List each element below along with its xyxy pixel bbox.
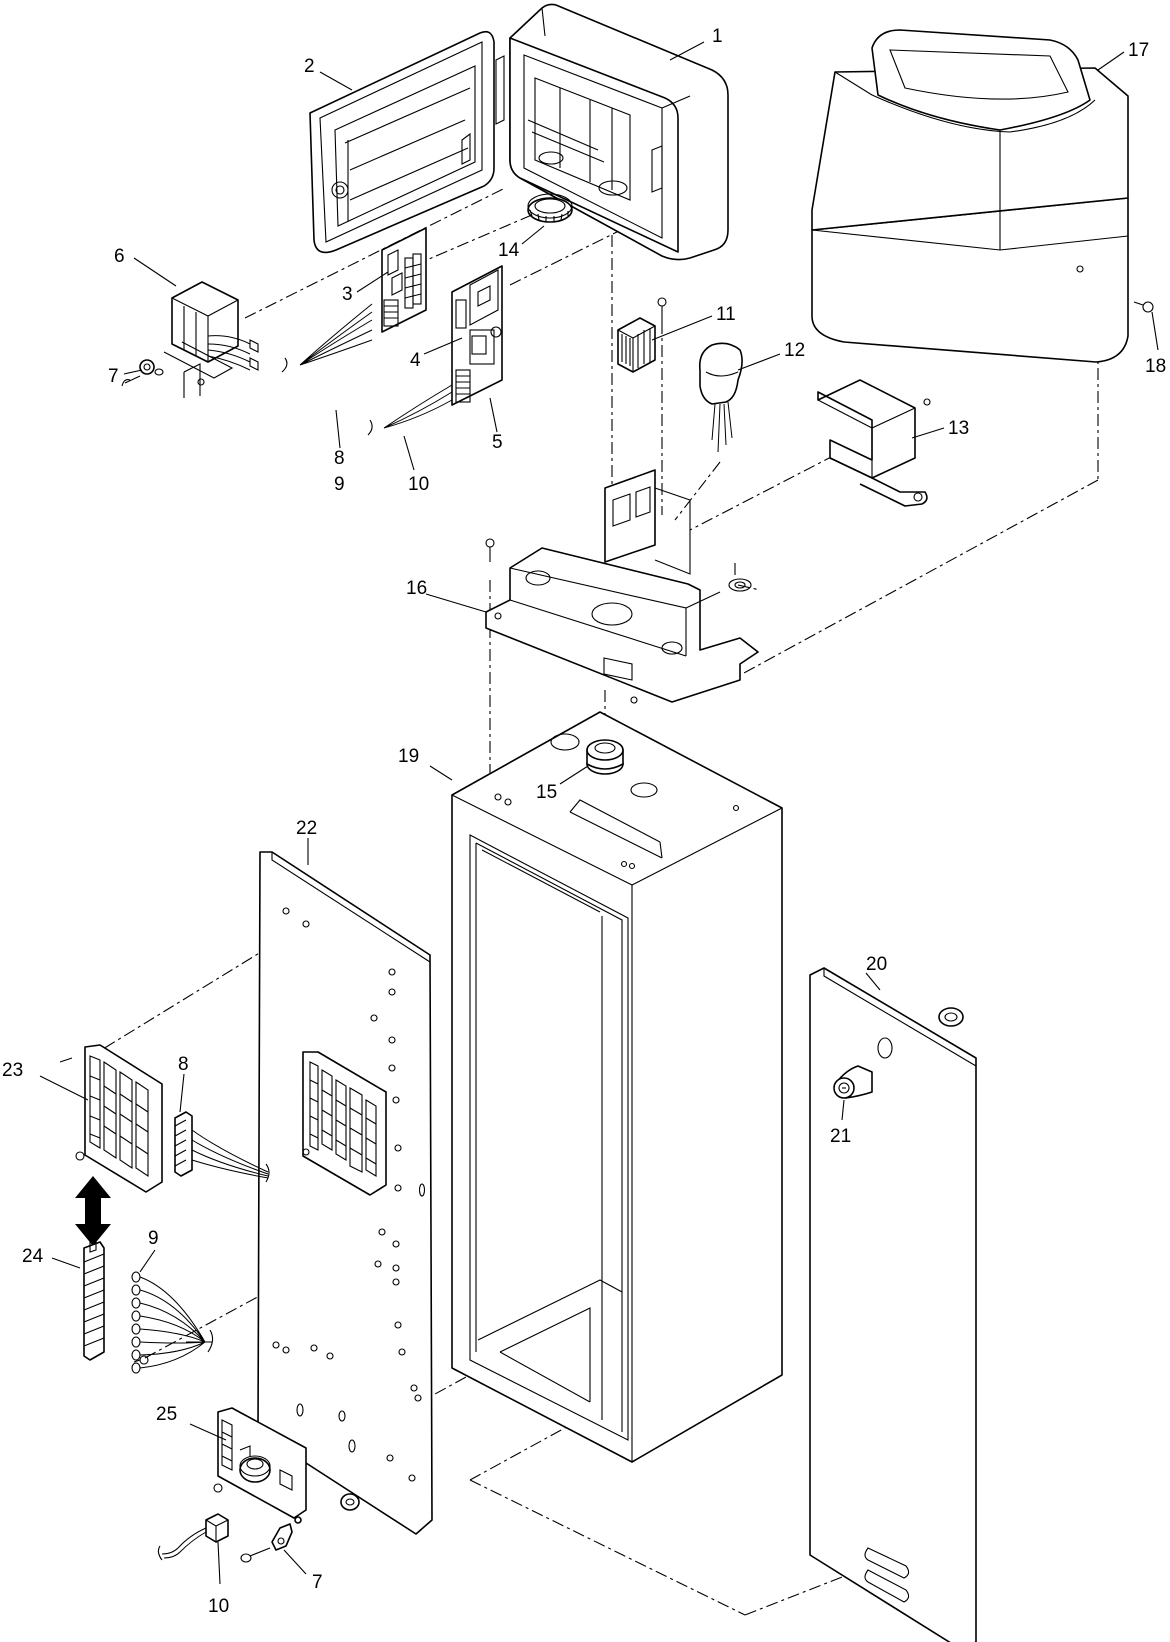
- label-part-16: 16: [406, 578, 427, 599]
- panel-terminal-board: [302, 1051, 387, 1196]
- pin-harness-9: [131, 1271, 214, 1374]
- label-part-4: 4: [410, 350, 421, 371]
- back-panel-holes: [272, 907, 426, 1482]
- screw-25: [133, 1355, 149, 1365]
- small-pcb-25: [133, 1355, 307, 1519]
- label-part-10-top: 10: [408, 474, 429, 495]
- sensor-12: [698, 342, 743, 453]
- terminal-strip-24: [83, 1239, 105, 1361]
- base-plate-16: [485, 469, 759, 704]
- cabinet-door-20: [809, 967, 977, 1642]
- cabinet-19: [451, 711, 783, 1463]
- label-part-19: 19: [398, 746, 419, 767]
- part-labels: 1 2 3 4 5 6 7 8 9 10 11 12 13 14 15 16 1…: [2, 26, 1166, 1617]
- label-part-11: 11: [716, 304, 736, 325]
- wire-10-top: [367, 384, 453, 436]
- nut-14: [527, 193, 573, 223]
- controller-pcb: [451, 265, 503, 406]
- label-part-21: 21: [830, 1126, 851, 1147]
- label-part-17: 17: [1128, 40, 1149, 61]
- double-arrow: [75, 1176, 111, 1246]
- label-part-22: 22: [296, 818, 317, 839]
- harness-pins: [131, 1271, 141, 1374]
- washer-16: [728, 578, 752, 592]
- label-part-3: 3: [342, 284, 353, 305]
- label-part-24: 24: [22, 1246, 44, 1267]
- label-part-20: 20: [866, 954, 887, 975]
- hood-17: [811, 29, 1154, 363]
- label-part-25: 25: [156, 1404, 177, 1425]
- label-part-9-bottom: 9: [148, 1228, 159, 1249]
- back-panel-22: [257, 851, 433, 1535]
- screw-16: [485, 538, 495, 562]
- connector-11: [617, 297, 667, 373]
- label-part-8-bottom: 8: [178, 1054, 189, 1075]
- label-part-1: 1: [712, 26, 723, 47]
- label-part-2: 2: [304, 56, 315, 77]
- label-part-7-top: 7: [108, 366, 119, 387]
- label-part-10-bottom: 10: [208, 1596, 229, 1617]
- label-part-14: 14: [498, 240, 520, 261]
- screw-11: [657, 297, 667, 322]
- label-part-9-top: 9: [334, 474, 345, 495]
- panel-nut: [340, 1493, 360, 1511]
- terminal-pcb: [381, 227, 427, 333]
- label-part-7-bottom: 7: [312, 1572, 323, 1593]
- enclosure-body: [509, 3, 729, 261]
- label-part-15: 15: [536, 782, 557, 803]
- leader-lines: [39, 41, 1159, 1585]
- connector-10-bottom: [157, 1513, 229, 1561]
- label-part-8-top: 8: [334, 448, 345, 469]
- screw-18: [1133, 301, 1154, 313]
- wire-harness-top: [281, 303, 373, 373]
- label-part-12: 12: [784, 340, 805, 361]
- nut-20: [938, 1007, 964, 1027]
- connector-8: [174, 1111, 270, 1183]
- terminal-pcb-blocks: [383, 253, 422, 327]
- label-part-5: 5: [492, 432, 503, 453]
- clamp-7-bottom: [240, 1516, 302, 1563]
- screw-7-top: [121, 359, 205, 398]
- terminal-board-23: [59, 1044, 163, 1193]
- label-part-23: 23: [2, 1060, 23, 1081]
- label-part-18: 18: [1145, 356, 1166, 377]
- bracket-13: [817, 379, 931, 507]
- fitting-15: [586, 739, 624, 775]
- transformer: [121, 281, 259, 398]
- enclosure-door: [309, 30, 505, 254]
- label-part-13: 13: [948, 418, 969, 439]
- lock-21: [833, 1065, 873, 1099]
- label-part-6: 6: [114, 246, 125, 267]
